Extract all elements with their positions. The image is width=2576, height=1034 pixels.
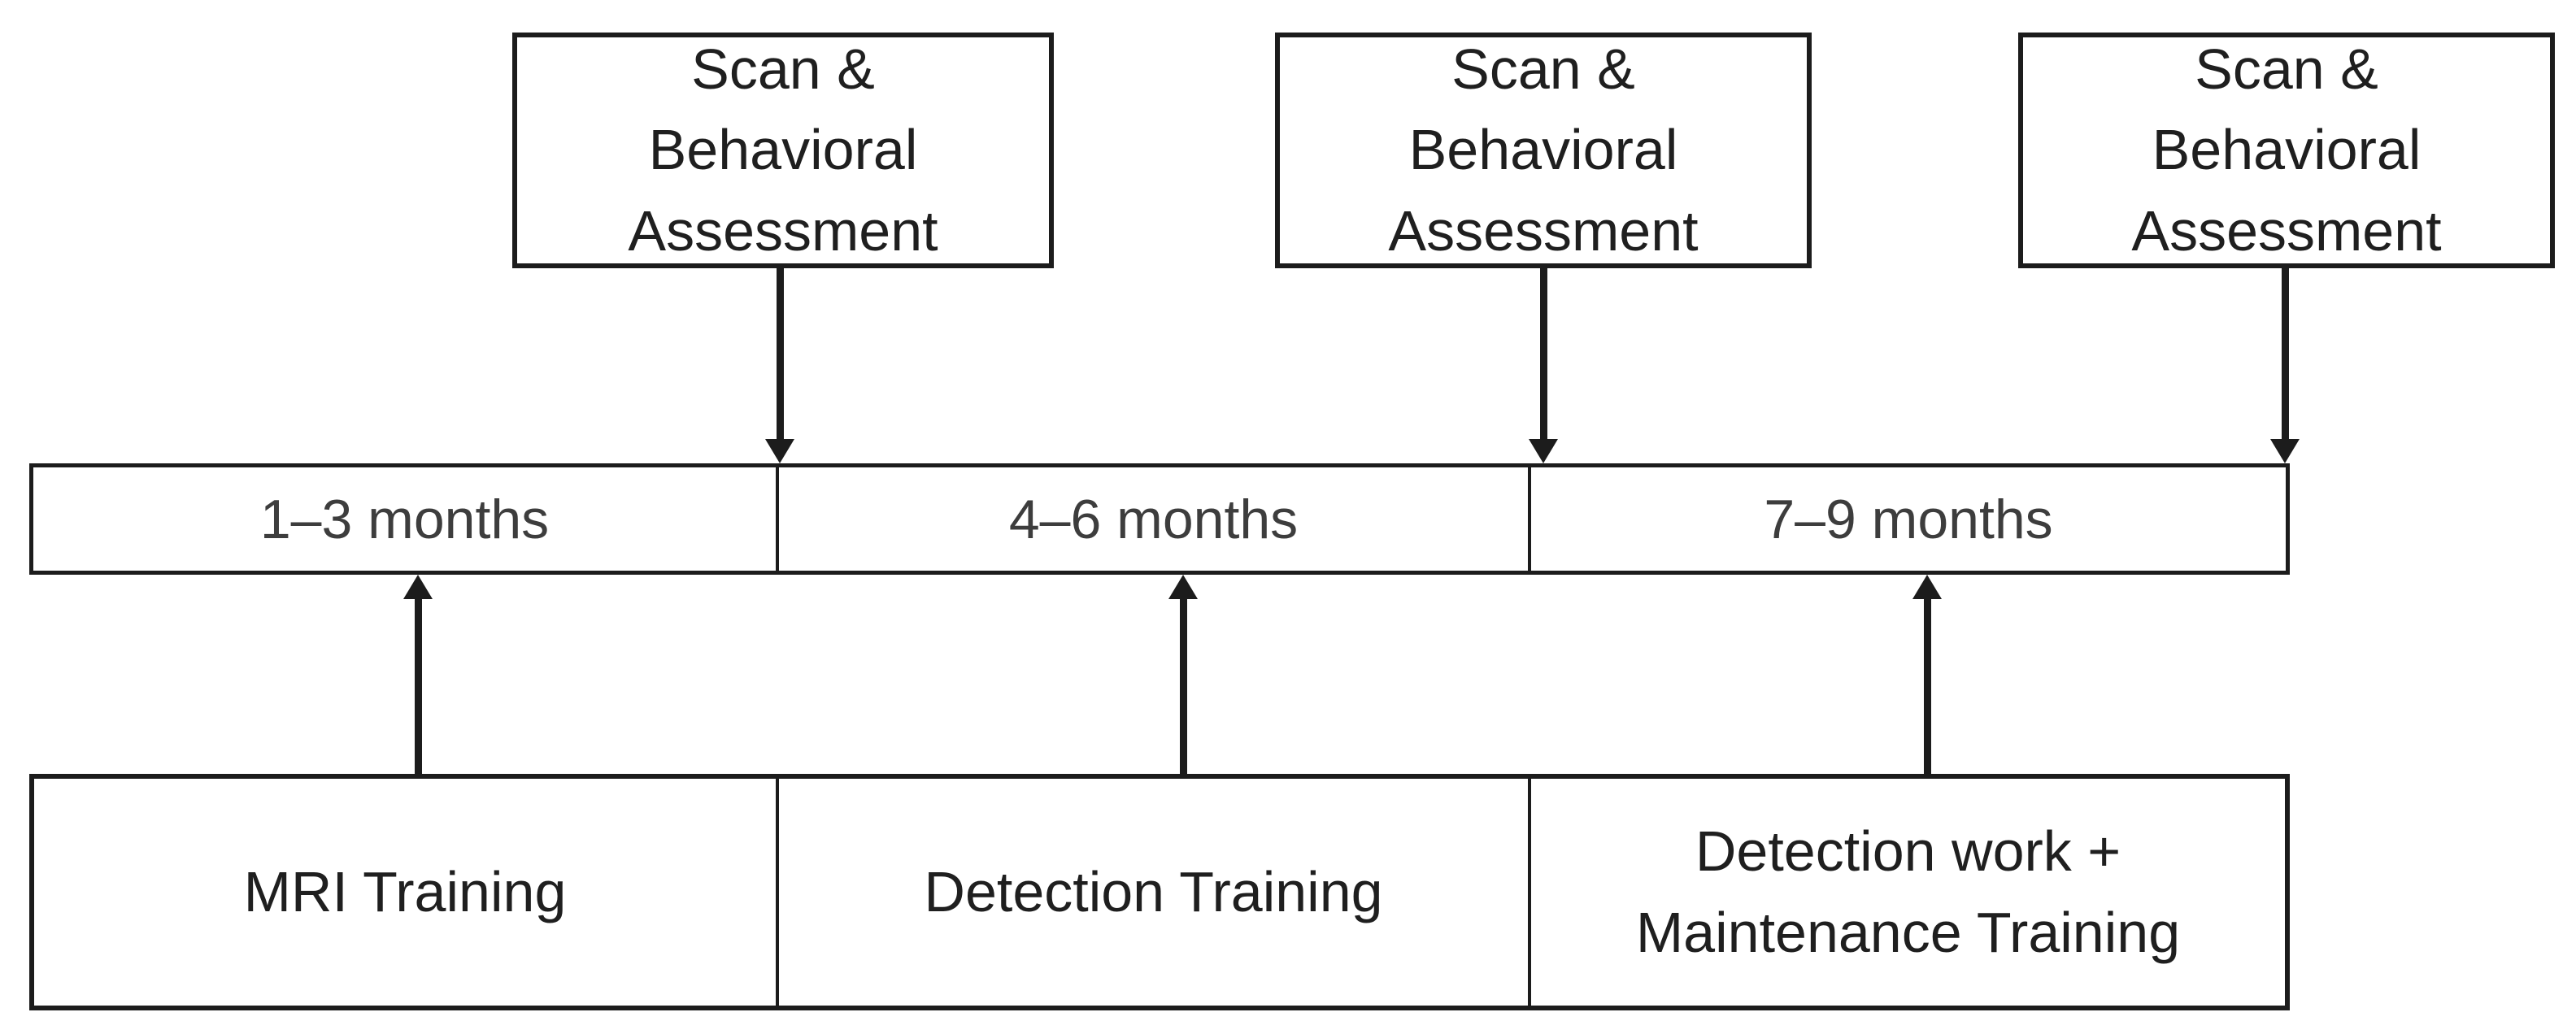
training-row: MRI Training Detection Training Detectio…	[29, 774, 2290, 1010]
up-arrow-3	[1912, 575, 1942, 774]
training-box-label: Detection Training	[924, 859, 1383, 923]
period-segment-3: 7–9 months	[1531, 467, 2286, 571]
down-arrow-3	[2270, 268, 2300, 463]
training-box-2: Detection Training	[779, 779, 1531, 1006]
arrow-shaft	[1179, 596, 1187, 774]
training-box-label: Detection work + Maintenance Training	[1635, 819, 2181, 964]
assessment-box-label: Scan & Behavioral Assessment	[628, 37, 938, 263]
period-label: 1–3 months	[259, 488, 550, 550]
period-segment-1: 1–3 months	[33, 467, 779, 571]
arrow-shaft	[776, 268, 784, 442]
timeline-bar: 1–3 months 4–6 months 7–9 months	[29, 463, 2290, 575]
arrow-head	[1529, 439, 1558, 463]
arrow-head	[403, 575, 433, 599]
arrow-head	[1912, 575, 1942, 599]
arrow-shaft	[2281, 268, 2289, 442]
arrow-head	[765, 439, 794, 463]
arrow-shaft	[1539, 268, 1547, 442]
period-segment-2: 4–6 months	[779, 467, 1531, 571]
down-arrow-1	[765, 268, 794, 463]
assessment-box-2: Scan & Behavioral Assessment	[1275, 33, 1812, 268]
assessment-box-1: Scan & Behavioral Assessment	[512, 33, 1054, 268]
down-arrow-2	[1529, 268, 1558, 463]
up-arrow-1	[403, 575, 433, 774]
arrow-shaft	[414, 596, 422, 774]
training-box-label: MRI Training	[243, 859, 567, 923]
assessment-box-label: Scan & Behavioral Assessment	[1388, 37, 1699, 263]
training-box-3: Detection work + Maintenance Training	[1531, 779, 2285, 1006]
training-box-1: MRI Training	[34, 779, 779, 1006]
up-arrow-2	[1168, 575, 1198, 774]
arrow-head	[1168, 575, 1198, 599]
arrow-head	[2270, 439, 2300, 463]
assessment-box-label: Scan & Behavioral Assessment	[2131, 37, 2442, 263]
arrow-shaft	[1923, 596, 1931, 774]
period-label: 4–6 months	[1008, 488, 1299, 550]
period-label: 7–9 months	[1764, 488, 2053, 550]
assessment-box-3: Scan & Behavioral Assessment	[2018, 33, 2555, 268]
